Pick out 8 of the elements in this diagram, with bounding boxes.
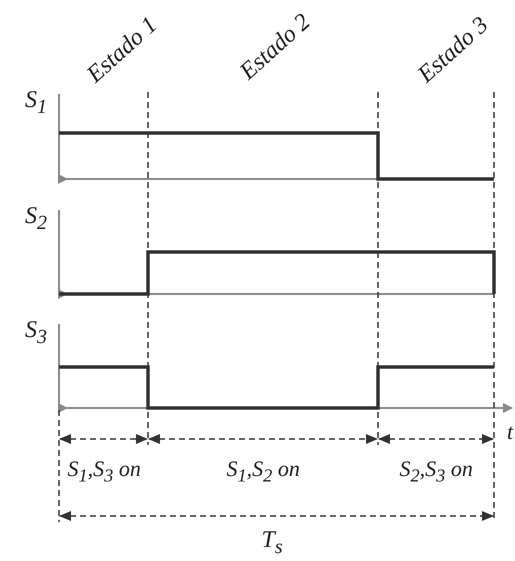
axis-label: t bbox=[507, 421, 514, 443]
period-label: T$_{s}$ bbox=[262, 528, 283, 556]
interval-label: S$_{1}$,S$_{2}$ on bbox=[226, 458, 300, 484]
signal-label: S$_{1}$ bbox=[25, 88, 47, 116]
interval-label: S$_{2}$,S$_{3}$ on bbox=[400, 458, 473, 484]
signal-label: S$_{3}$ bbox=[25, 318, 47, 346]
signal-label: S$_{2}$ bbox=[25, 204, 47, 232]
interval-label: S$_{1}$,S$_{3}$ on bbox=[68, 458, 141, 484]
